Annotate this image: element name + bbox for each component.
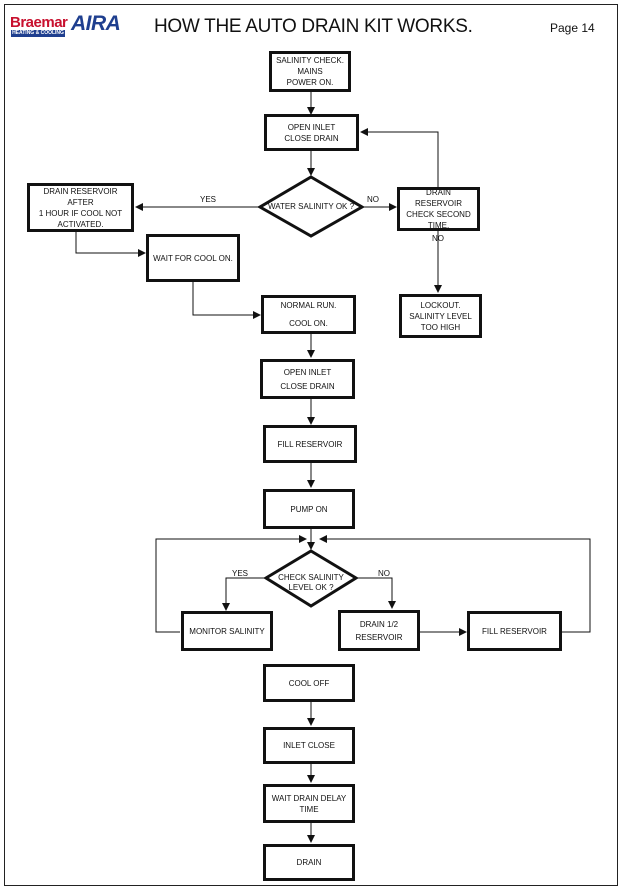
page-title: HOW THE AUTO DRAIN KIT WORKS. — [154, 16, 473, 37]
inlet-close-box: INLET CLOSE — [263, 727, 355, 764]
page-number: Page 14 — [550, 21, 595, 35]
braemar-wordmark: Braemar — [10, 14, 68, 31]
no-label-2: NO — [432, 234, 444, 243]
braemar-tagline: HEATING & COOLING — [11, 30, 65, 37]
yes-label-2: YES — [232, 569, 249, 578]
water-salinity-decision-shape — [257, 175, 365, 238]
no-label-3: NO — [378, 569, 390, 578]
check-salinity-decision-label: CHECK SALINITY LEVEL OK ? — [278, 573, 344, 592]
page-border — [4, 4, 618, 886]
no-label-1: NO — [367, 195, 379, 204]
check-salinity-decision-shape — [263, 549, 359, 608]
normal-run-box: NORMAL RUN. COOL ON. — [261, 295, 356, 334]
aira-wordmark: AIRA — [71, 12, 121, 35]
drain-box: DRAIN — [263, 844, 355, 881]
water-salinity-decision-label: WATER SALINITY OK ? — [267, 202, 355, 211]
pump-on-box: PUMP ON — [263, 489, 355, 529]
fill-reservoir-box-1: FILL RESERVOIR — [263, 425, 357, 463]
monitor-salinity-box: MONITOR SALINITY — [181, 611, 273, 651]
yes-label-1: YES — [200, 195, 217, 204]
cool-off-box: COOL OFF — [263, 664, 355, 702]
wait-for-cool-on-box: WAIT FOR COOL ON. — [146, 234, 240, 282]
fill-reservoir-box-2: FILL RESERVOIR — [467, 611, 562, 651]
brand-logo: Braemar HEATING & COOLING AIRA — [10, 12, 126, 40]
